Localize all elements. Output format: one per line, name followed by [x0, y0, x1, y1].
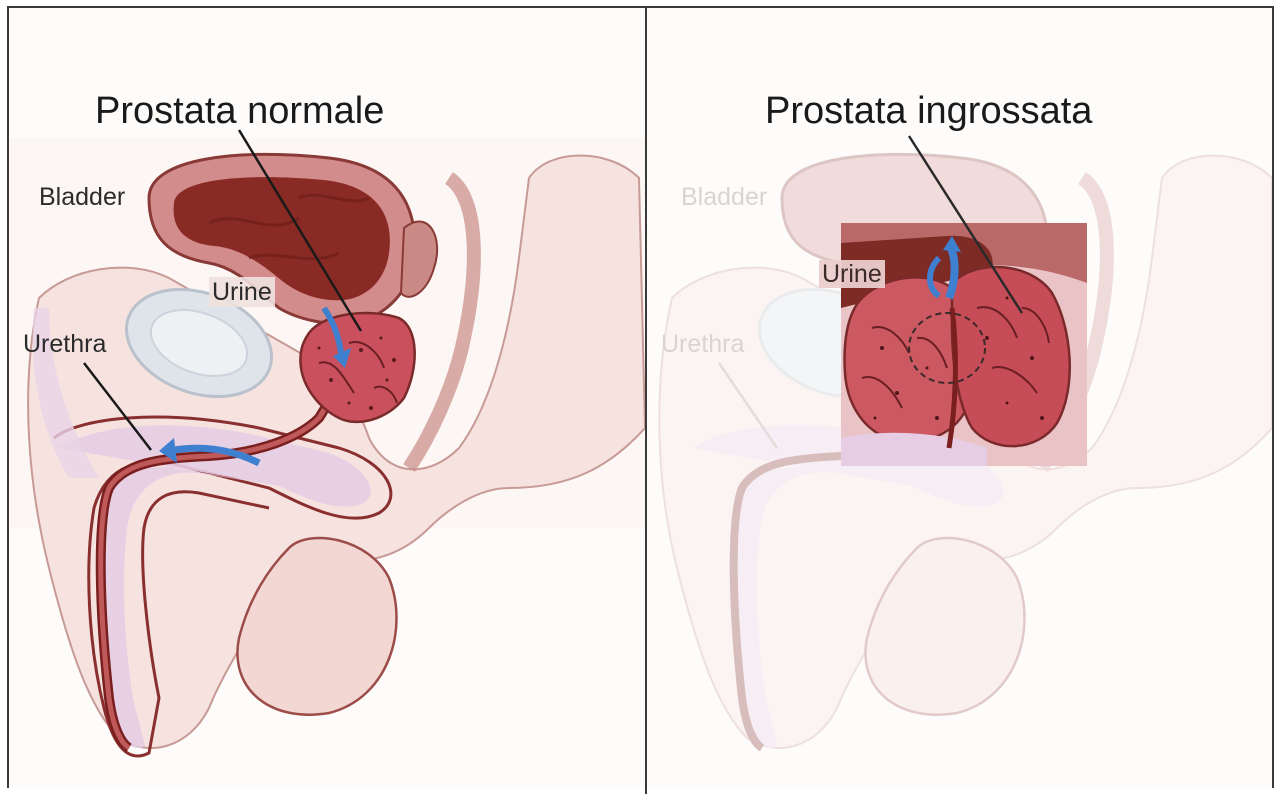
urine-label: Urine — [819, 260, 885, 288]
urethra-label: Urethra — [661, 330, 744, 359]
enlarged-prostate-title: Prostata ingrossata — [765, 90, 1092, 133]
panel-normal-prostate: Prostata normale Bladder Urine Urethra — [9, 8, 645, 788]
bladder-label: Bladder — [39, 183, 125, 212]
urine-label: Urine — [209, 277, 275, 307]
urethra-label: Urethra — [23, 330, 106, 359]
panel-enlarged-prostate: Prostata ingrossata Bladder Urine Urethr… — [647, 8, 1272, 788]
bladder-label: Bladder — [681, 183, 767, 212]
normal-prostate-title: Prostata normale — [95, 90, 384, 133]
